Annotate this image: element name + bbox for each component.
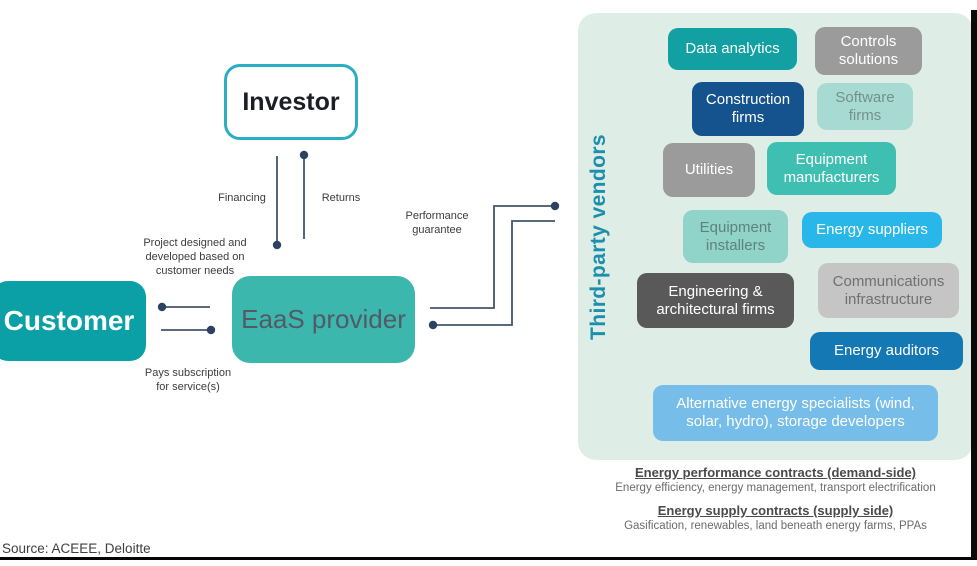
returns-arrow-dot <box>299 150 309 160</box>
image-bottom-border <box>0 557 977 560</box>
from-vendors-arrow-dot <box>428 320 438 330</box>
panel-title-wrap: Third-party vendors <box>582 13 616 460</box>
vendor-construction-firms: Construction firms <box>692 82 804 136</box>
image-right-border <box>971 10 977 559</box>
vendor-equipment-installers: Equipment installers <box>683 210 788 263</box>
supply-side-contracts-title: Energy supply contracts (supply side) <box>657 503 894 518</box>
vendor-energy-auditors: Energy auditors <box>810 332 963 370</box>
vendor-controls-solutions: Controls solutions <box>815 27 922 75</box>
vendor-communications-infrastructure: Communications infrastructure <box>818 263 959 318</box>
vendor-data-analytics: Data analytics <box>668 28 797 70</box>
to-customer-arrow-dot <box>157 302 167 312</box>
supply-side-contracts-detail: Gasification, renewables, land beneath e… <box>624 520 927 532</box>
to-vendors-arrow-dot <box>550 201 560 211</box>
vendor-alternative-energy-specialists: Alternative energy specialists (wind, so… <box>653 385 938 441</box>
eaas-provider-node: EaaS provider <box>232 276 415 363</box>
customer-node: Customer <box>0 281 146 361</box>
panel-title: Third-party vendors <box>587 133 610 340</box>
vendor-engineering-architectural-firms: Engineering & architectural firms <box>637 273 794 328</box>
project-design-label: Project designed and developed based on … <box>143 237 247 277</box>
demand-side-contracts-title: Energy performance contracts (demand-sid… <box>634 465 917 480</box>
performance-guarantee-label: Performance guarantee <box>405 210 469 236</box>
demand-side-contracts-detail: Energy efficiency, energy management, tr… <box>615 482 936 494</box>
investor-node: Investor <box>224 64 358 140</box>
to-provider-arrow-dot <box>206 325 216 335</box>
returns-label: Returns <box>321 192 361 204</box>
financing-arrow-dot <box>272 240 282 250</box>
vendor-software-firms: Software firms <box>817 83 913 130</box>
vendor-equipment-manufacturers: Equipment manufacturers <box>767 142 896 195</box>
financing-label: Financing <box>218 192 266 204</box>
vendor-utilities: Utilities <box>663 143 755 197</box>
pays-subscription-label: Pays subscription for service(s) <box>144 367 232 393</box>
source-attribution: Source: ACEEE, Deloitte <box>2 541 151 556</box>
contract-footnotes: Energy performance contracts (demand-sid… <box>578 465 973 541</box>
vendor-energy-suppliers: Energy suppliers <box>802 212 942 248</box>
